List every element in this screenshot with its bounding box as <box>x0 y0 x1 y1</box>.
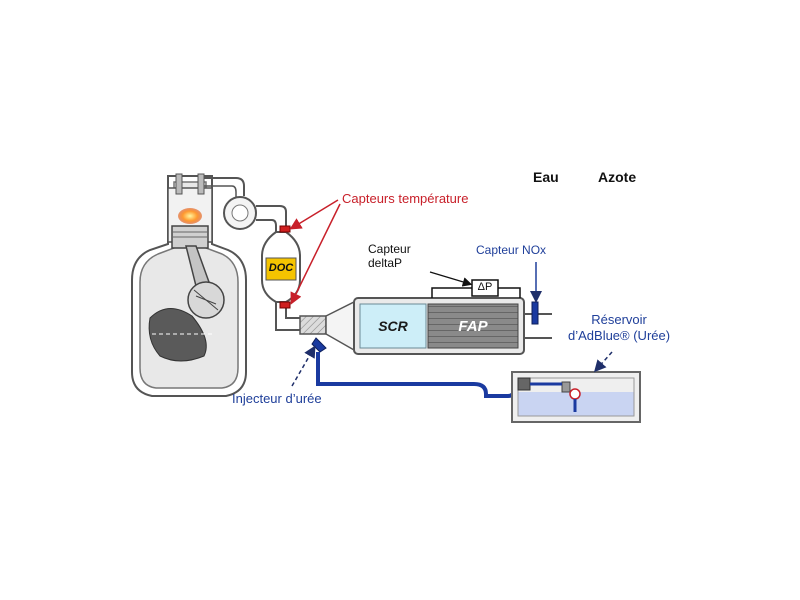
legend-eau: Eau <box>533 169 559 185</box>
doc-label: DOC <box>268 262 294 274</box>
fap-filter <box>427 303 519 349</box>
label-capteur-deltap: Capteur deltaP <box>368 242 411 271</box>
label-injecteur: Injecteur d’urée <box>232 391 322 406</box>
temperature-sensor-upper <box>279 225 291 233</box>
arrow-temp-upper <box>289 199 339 230</box>
nox-sensor <box>531 301 539 325</box>
adblue-tank <box>511 371 641 423</box>
arrow-reservoir <box>594 351 613 373</box>
arrow-deltap <box>429 271 473 287</box>
label-reservoir: Réservoir d’AdBlue® (Urée) <box>568 312 670 343</box>
arrow-injector <box>291 345 316 387</box>
scr-catalyst <box>359 303 427 349</box>
crankshaft <box>148 308 207 362</box>
label-capteur-nox: Capteur NOx <box>476 243 547 257</box>
delta-p-label: ΔP <box>477 281 493 293</box>
scr-label: SCR <box>378 318 408 334</box>
legend-azote: Azote <box>598 169 637 185</box>
mixer-pipe <box>299 315 327 335</box>
engine <box>131 173 257 397</box>
label-capteur-deltap-line1: Capteur <box>368 242 411 256</box>
label-capteur-deltap-line2: deltaP <box>368 256 403 271</box>
label-reservoir-line2: d’AdBlue® (Urée) <box>568 327 671 343</box>
urea-injector <box>311 337 327 353</box>
doc-catalyst <box>265 257 297 281</box>
urea-supply-line <box>316 352 516 398</box>
arrow-temp-lower <box>290 203 341 305</box>
label-capteurs-temperature: Capteurs température <box>342 191 469 206</box>
temperature-sensor-lower <box>279 301 291 309</box>
combustion-flame <box>178 208 202 224</box>
label-reservoir-line1: Réservoir <box>591 312 647 327</box>
fap-label: FAP <box>458 318 488 335</box>
